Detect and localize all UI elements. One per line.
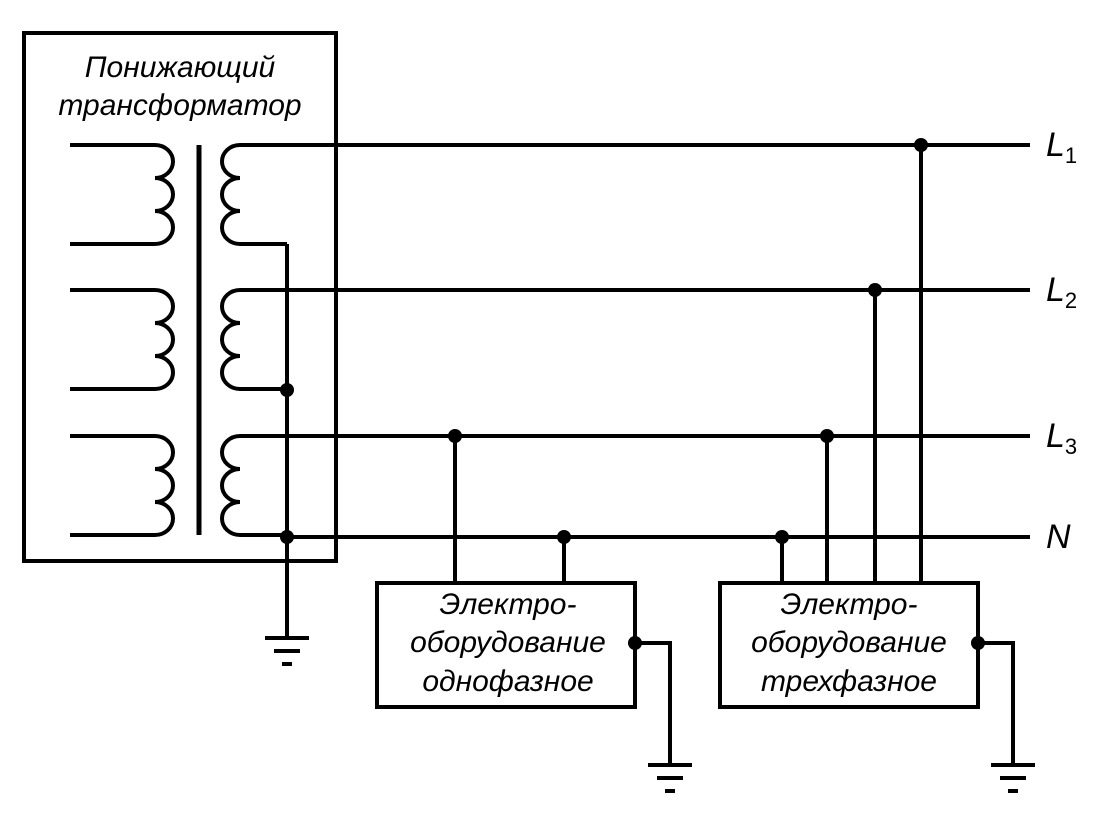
single-phase-text-line2: оборудование: [410, 626, 606, 659]
line-l2-label: L2: [1046, 271, 1077, 313]
junction-dot: [820, 429, 834, 443]
junction-dot: [280, 383, 294, 397]
junction-dot: [971, 636, 985, 650]
single-phase-text-line3: однофазное: [422, 665, 593, 698]
transformer-title-line1: Понижающий: [85, 51, 276, 84]
line-letter: L: [1046, 417, 1065, 455]
junction-dot: [628, 636, 642, 650]
line-index: 1: [1065, 143, 1077, 168]
junction-dot: [448, 429, 462, 443]
junction-dot: [914, 138, 928, 152]
three-phase-text-line2: оборудование: [751, 626, 947, 659]
line-letter: L: [1046, 126, 1065, 164]
secondary-winding-1: [220, 143, 287, 246]
line-index: 2: [1065, 288, 1077, 313]
junction-dot: [280, 530, 294, 544]
junction-dots: [280, 138, 985, 650]
line-l1-label: L1: [1046, 126, 1077, 168]
line-n-label: N: [1046, 518, 1071, 556]
single-phase-pe-conductor: [635, 641, 672, 765]
junction-dot: [557, 530, 571, 544]
junction-dot: [868, 283, 882, 297]
line-letter: L: [1046, 271, 1065, 309]
three-phase-ground-icon: [991, 763, 1035, 793]
three-phase-pe-conductor: [978, 641, 1015, 765]
single-phase-text-line1: Электро-: [440, 588, 577, 621]
secondary-winding-2: [220, 288, 287, 391]
primary-winding-3: [70, 434, 175, 537]
secondary-winding-3: [220, 434, 287, 537]
transformer-ground-icon: [265, 636, 309, 666]
primary-winding-2: [70, 288, 175, 391]
single-phase-ground-icon: [648, 763, 692, 793]
line-l3-label: L3: [1046, 417, 1077, 459]
junction-dot: [775, 530, 789, 544]
transformer-box: [22, 31, 338, 563]
transformer-title-line2: трансформатор: [58, 89, 301, 122]
three-phase-text-line3: трехфазное: [761, 665, 937, 698]
primary-winding-1: [70, 143, 175, 246]
line-index: 3: [1065, 434, 1077, 459]
three-phase-text-line1: Электро-: [781, 588, 918, 621]
